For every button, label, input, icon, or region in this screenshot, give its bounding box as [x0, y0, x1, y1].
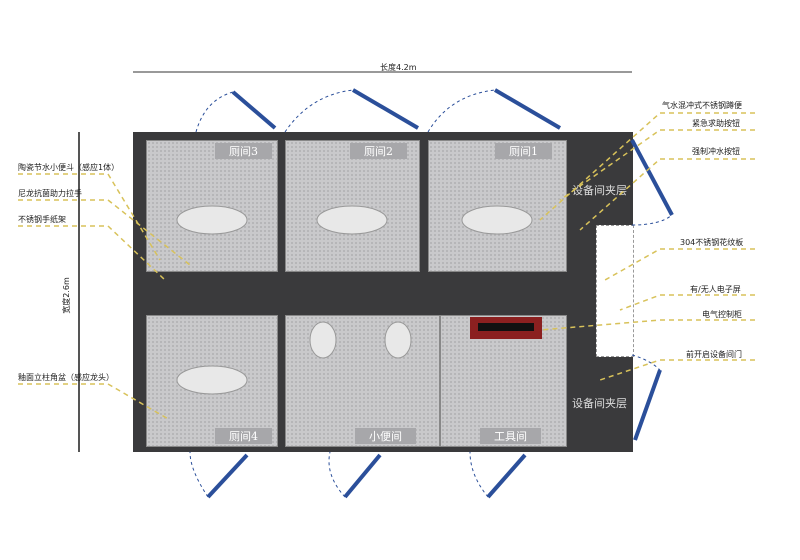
squat-toilet: [316, 205, 388, 235]
room-tool: [440, 315, 567, 447]
door: [343, 453, 382, 499]
label-tool-room: 工具间: [480, 428, 541, 444]
callout-occupancy-screen: 有/无人电子屏: [690, 285, 741, 294]
door-swing-arcs: [189, 89, 673, 498]
callout-squat-toilet: 气水混冲式不锈钢蹲便: [662, 101, 742, 110]
squat-toilet: [176, 205, 248, 235]
checker-plate-panel: [596, 225, 634, 357]
label-stall-1: 厕间1: [495, 143, 552, 159]
callout-paper-holder: 不锈钢手纸架: [18, 215, 66, 224]
callout-emergency-button: 紧急求助按钮: [692, 119, 740, 128]
door: [633, 369, 662, 441]
urinal: [309, 321, 337, 359]
urinal: [384, 321, 412, 359]
label-stall-3: 厕间3: [215, 143, 272, 159]
door: [231, 90, 277, 130]
callout-corner-basin: 釉面立柱角盆（感应龙头）: [18, 373, 114, 382]
equipment-mezzanine-top: 设备间夹层: [572, 184, 627, 197]
callout-equipment-door: 前开启设备间门: [686, 350, 742, 359]
door: [493, 88, 562, 130]
length-dimension: 长度4.2m: [380, 63, 417, 72]
equipment-mezzanine-bottom: 设备间夹层: [572, 397, 627, 410]
door: [486, 453, 527, 499]
room-stall-4: [146, 315, 278, 447]
label-stall-2: 厕间2: [350, 143, 407, 159]
door: [630, 139, 674, 216]
door: [206, 453, 249, 499]
callout-checker-plate: 304不锈钢花纹板: [680, 238, 744, 247]
callout-grab-handle: 尼龙抗菌助力拉手: [18, 189, 82, 198]
label-stall-4: 厕间4: [215, 428, 272, 444]
room-stall-3: [146, 140, 278, 272]
callout-flush-button: 强制冲水按钮: [692, 147, 740, 156]
electrical-cabinet: [470, 317, 542, 339]
label-urinal-room: 小便间: [355, 428, 416, 444]
door: [351, 88, 420, 130]
squat-toilets: [176, 205, 533, 395]
callout-urinal: 陶瓷节水小便斗（感应1体）: [18, 163, 120, 172]
squat-toilet: [176, 365, 248, 395]
squat-toilet: [461, 205, 533, 235]
leader-lines: [18, 112, 755, 421]
callout-control-cabinet: 电气控制柜: [702, 310, 742, 319]
doors: [206, 88, 674, 499]
